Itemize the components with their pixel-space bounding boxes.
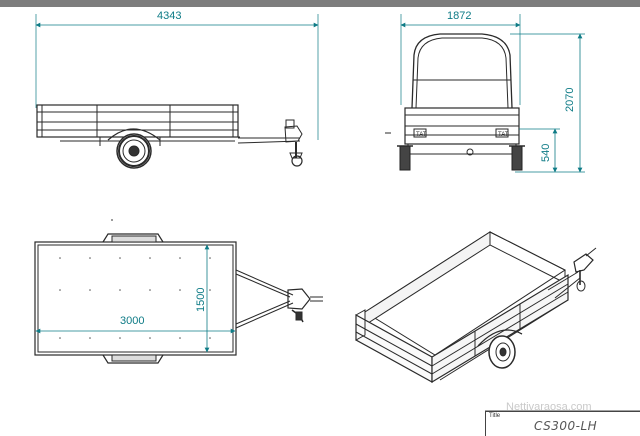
side-view bbox=[35, 14, 319, 169]
title-block: Title CS300-LH bbox=[485, 411, 640, 436]
dim-box-length: 3000 bbox=[120, 315, 144, 327]
dim-box-width: 1500 bbox=[195, 288, 207, 312]
top-border-bar bbox=[0, 0, 640, 7]
title-label: Title bbox=[489, 413, 501, 419]
title-value: CS300-LH bbox=[534, 419, 598, 433]
svg-text:TAT: TAT bbox=[498, 132, 509, 138]
dim-frame-height: 540 bbox=[540, 144, 552, 162]
isometric-view bbox=[355, 231, 597, 384]
top-view bbox=[34, 219, 323, 364]
rear-view: TAT TAT bbox=[385, 14, 585, 173]
dim-overall-length: 4343 bbox=[157, 10, 181, 22]
watermark-text: Nettivaraosa.com bbox=[506, 401, 592, 413]
dim-overall-height: 2070 bbox=[564, 88, 576, 112]
dim-overall-width: 1872 bbox=[447, 10, 471, 22]
svg-text:TAT: TAT bbox=[416, 132, 427, 138]
